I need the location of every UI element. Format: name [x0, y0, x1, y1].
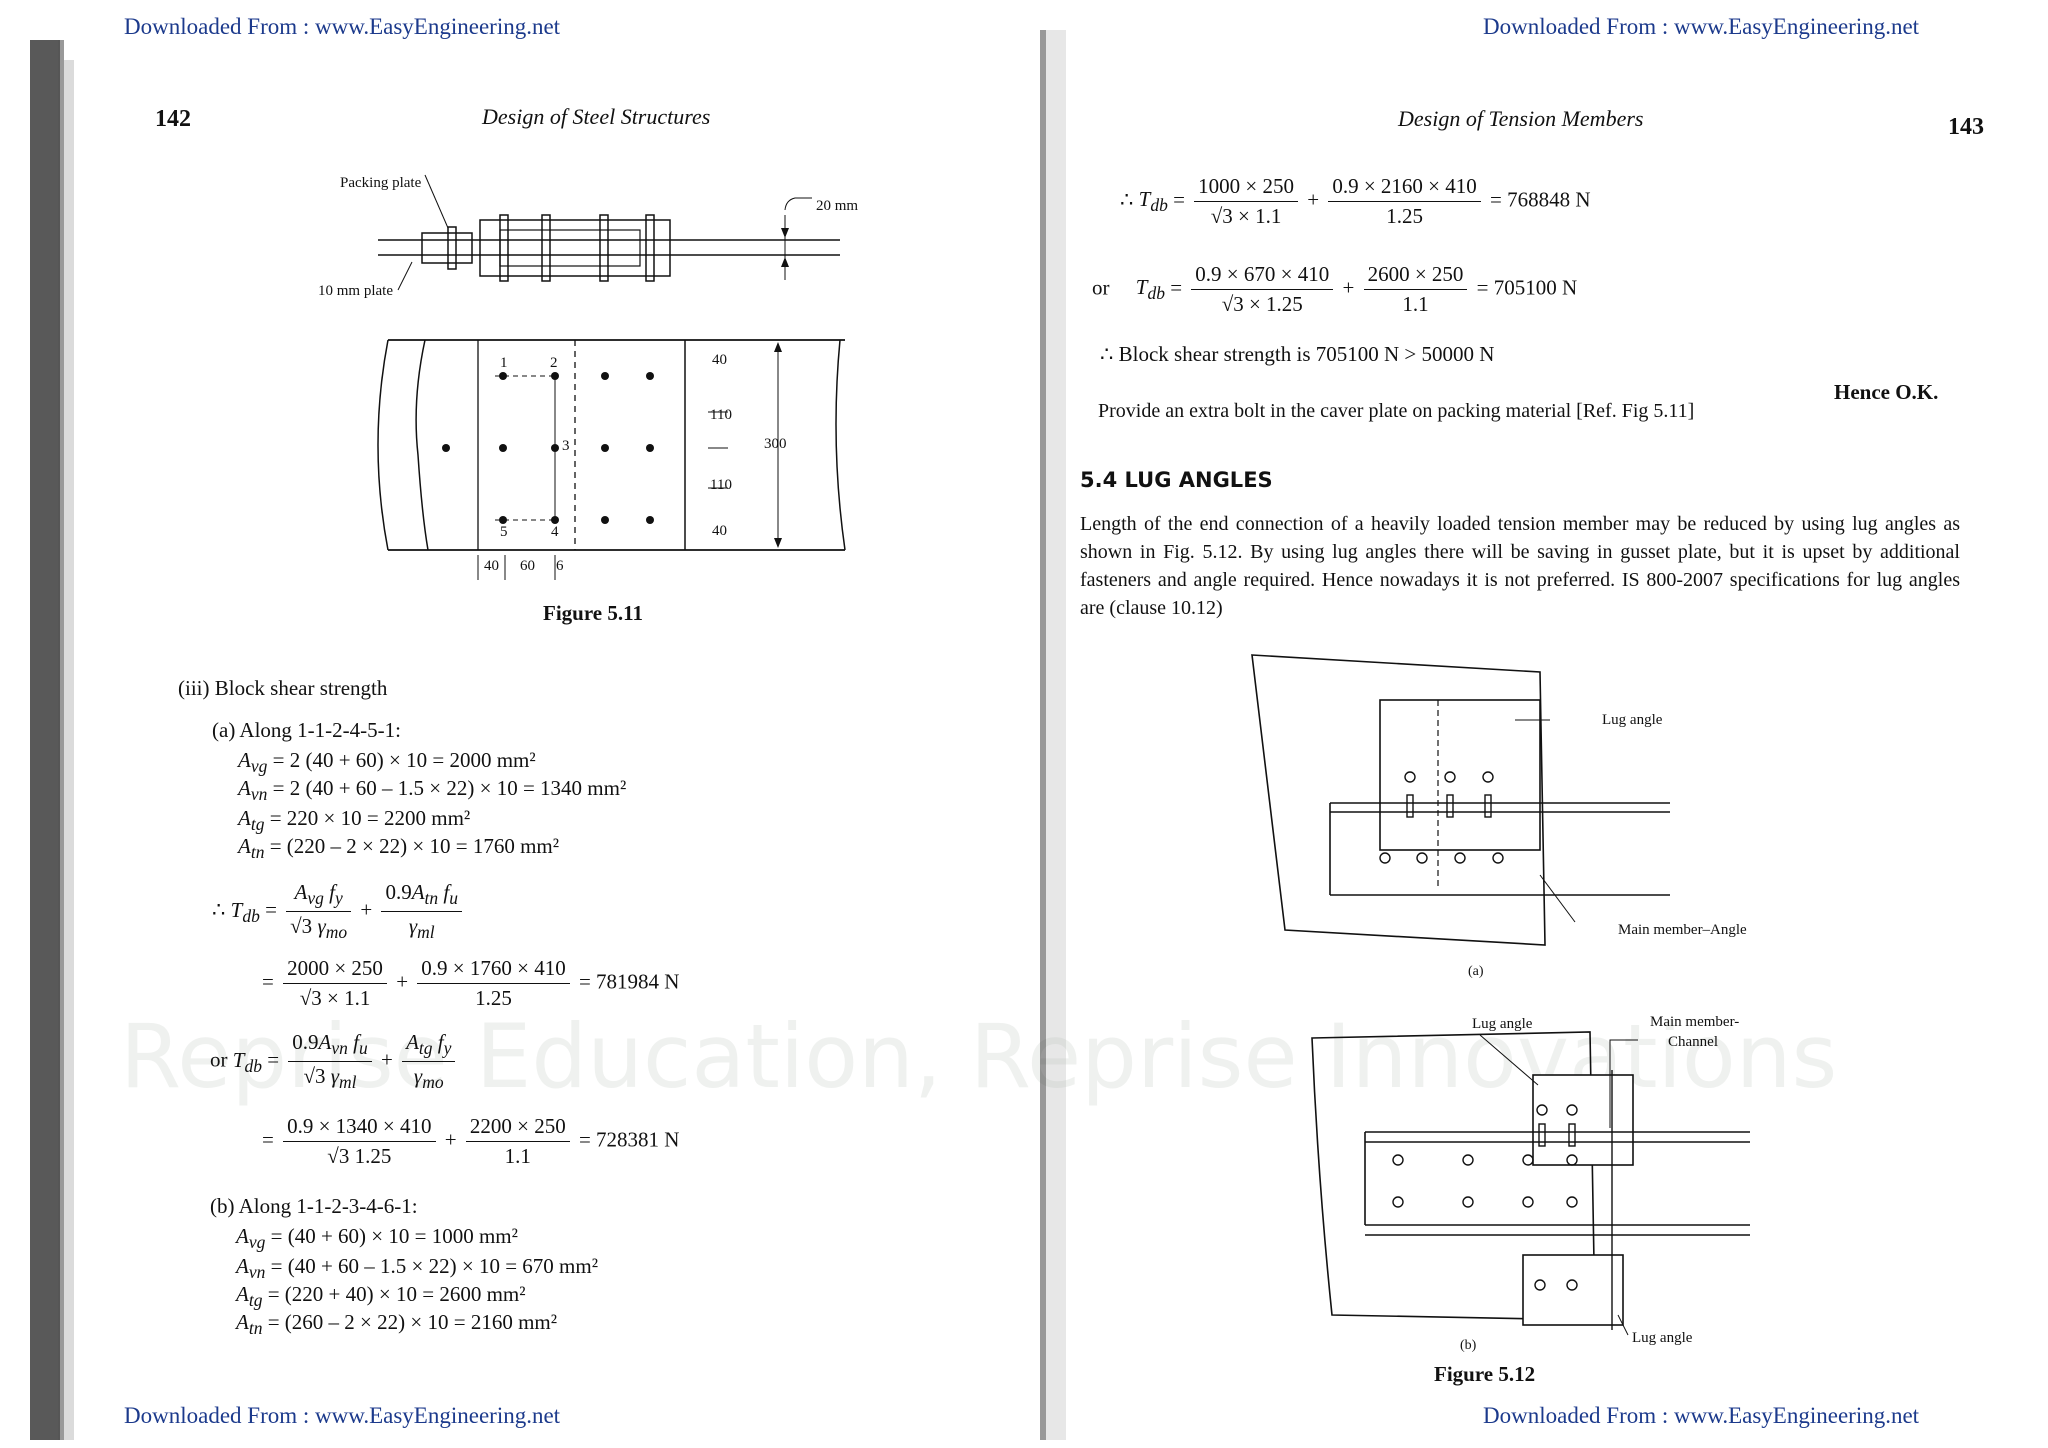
running-head: Design of Tension Members — [1398, 106, 1644, 131]
or-label: or — [1092, 275, 1110, 300]
hence-ok: Hence O.K. — [1834, 380, 1939, 404]
avg-b-line: Avg = (40 + 60) × 10 = 1000 mm² — [236, 1224, 518, 1253]
conclusion: ∴ Block shear strength is 705100 N > 500… — [1100, 342, 1495, 366]
dim-110-upper: 110 — [710, 407, 732, 423]
avn-b-line: Avn = (40 + 60 – 1.5 × 22) × 10 = 670 mm… — [236, 1254, 599, 1283]
tdb-result-4: = 705100 N — [1476, 275, 1578, 300]
label-sub-b: (b) — [1460, 1338, 1477, 1353]
avn-a-value: = 2 (40 + 60 – 1.5 × 22) × 10 = 1340 mm² — [272, 776, 627, 800]
tdb-result-2: = 728381 N — [578, 1127, 680, 1152]
atg-a-line: Atg = 220 × 10 = 2200 mm² — [238, 806, 471, 835]
tdb-eval-4: or Tdb = 0.9 × 670 × 410√3 × 1.25 + 2600… — [1092, 262, 1578, 316]
tdb-result-1: = 781984 N — [578, 969, 680, 994]
left-page: Downloaded From : www.EasyEngineering.ne… — [30, 14, 859, 1440]
avg-a-line: Avg = 2 (40 + 60) × 10 = 2000 mm² — [238, 748, 536, 777]
dim-40-bottom: 40 — [712, 523, 727, 539]
dim-40-bottom-edge: 40 — [484, 558, 499, 574]
block-shear-heading: (iii) Block shear strength — [178, 676, 388, 700]
bolt-label-4: 4 — [551, 524, 559, 540]
dim-60: 60 — [520, 558, 535, 574]
bolt-label-1: 1 — [500, 355, 508, 371]
page-number: 142 — [155, 106, 191, 132]
figure-5-12-caption: Figure 5.12 — [1434, 1362, 1536, 1386]
bolt-label-2: 2 — [550, 355, 558, 371]
lug-angles-paragraph: Length of the end connection of a heavil… — [1080, 513, 1960, 619]
download-link-top-left[interactable]: Downloaded From : www.EasyEngineering.ne… — [124, 14, 561, 39]
section-title: 5.4 LUG ANGLES — [1080, 468, 1273, 492]
download-link-bottom-right[interactable]: Downloaded From : www.EasyEngineering.ne… — [1483, 1403, 1920, 1428]
atg-a-value: = 220 × 10 = 2200 mm² — [269, 806, 471, 830]
figure-5-11-drawing — [377, 174, 846, 580]
label-main-member-angle: Main member–Angle — [1618, 922, 1747, 938]
label-packing-plate: Packing plate — [340, 175, 422, 191]
atg-b-value: = (220 + 40) × 10 = 2600 mm² — [267, 1282, 526, 1306]
atn-b-line: Atn = (260 – 2 × 22) × 10 = 2160 mm² — [236, 1310, 558, 1339]
right-page: Downloaded From : www.EasyEngineering.ne… — [1040, 0, 2048, 1448]
label-10mm-plate: 10 mm plate — [318, 283, 393, 299]
download-link-top-right[interactable]: Downloaded From : www.EasyEngineering.ne… — [1483, 14, 1920, 39]
label-lug-angle-b1: Lug angle — [1472, 1016, 1533, 1032]
case-b-heading: (b) Along 1-1-2-3-4-6-1: — [210, 1194, 418, 1218]
right-binding-edge — [1040, 30, 1066, 1440]
dim-6: 6 — [556, 558, 564, 574]
bolt-label-5: 5 — [500, 524, 508, 540]
label-lug-angle-b2: Lug angle — [1632, 1330, 1693, 1346]
dim-40-top: 40 — [712, 352, 727, 368]
atg-b-line: Atg = (220 + 40) × 10 = 2600 mm² — [236, 1282, 526, 1311]
label-sub-a: (a) — [1468, 964, 1484, 979]
tdb-eval-3: ∴ Tdb = 1000 × 250√3 × 1.1 + 0.9 × 2160 … — [1120, 174, 1591, 228]
figure-5-12b-drawing — [1311, 1031, 1750, 1336]
atn-a-line: Atn = (220 – 2 × 22) × 10 = 1760 mm² — [238, 834, 560, 863]
avn-b-value: = (40 + 60 – 1.5 × 22) × 10 = 670 mm² — [270, 1254, 599, 1278]
label-lug-angle-a: Lug angle — [1602, 712, 1663, 728]
case-a-heading: (a) Along 1-1-2-4-5-1: — [212, 718, 401, 742]
page-number: 143 — [1948, 114, 1984, 140]
download-link-bottom-left[interactable]: Downloaded From : www.EasyEngineering.ne… — [124, 1403, 561, 1428]
avg-b-value: = (40 + 60) × 10 = 1000 mm² — [270, 1224, 518, 1248]
label-main-member-channel-2: Channel — [1668, 1034, 1718, 1050]
avn-a-line: Avn = 2 (40 + 60 – 1.5 × 22) × 10 = 1340… — [238, 776, 627, 805]
figure-5-11-caption: Figure 5.11 — [543, 601, 643, 625]
atn-b-value: = (260 – 2 × 22) × 10 = 2160 mm² — [267, 1310, 558, 1334]
dim-110-lower: 110 — [710, 477, 732, 493]
label-20mm: 20 mm — [816, 198, 859, 214]
running-head: Design of Steel Structures — [482, 104, 711, 129]
label-main-member-channel-1: Main member- — [1650, 1014, 1740, 1030]
provide-text: Provide an extra bolt in the caver plate… — [1098, 400, 1695, 422]
figure-5-12a-drawing — [1251, 654, 1670, 946]
tdb-result-3: = 768848 N — [1490, 187, 1591, 212]
left-binding-edge — [30, 40, 74, 1440]
bolt-label-3: 3 — [562, 438, 570, 454]
atn-a-value: = (220 – 2 × 22) × 10 = 1760 mm² — [269, 834, 560, 858]
dim-300: 300 — [764, 436, 787, 452]
avg-a-value: = 2 (40 + 60) × 10 = 2000 mm² — [272, 748, 536, 772]
